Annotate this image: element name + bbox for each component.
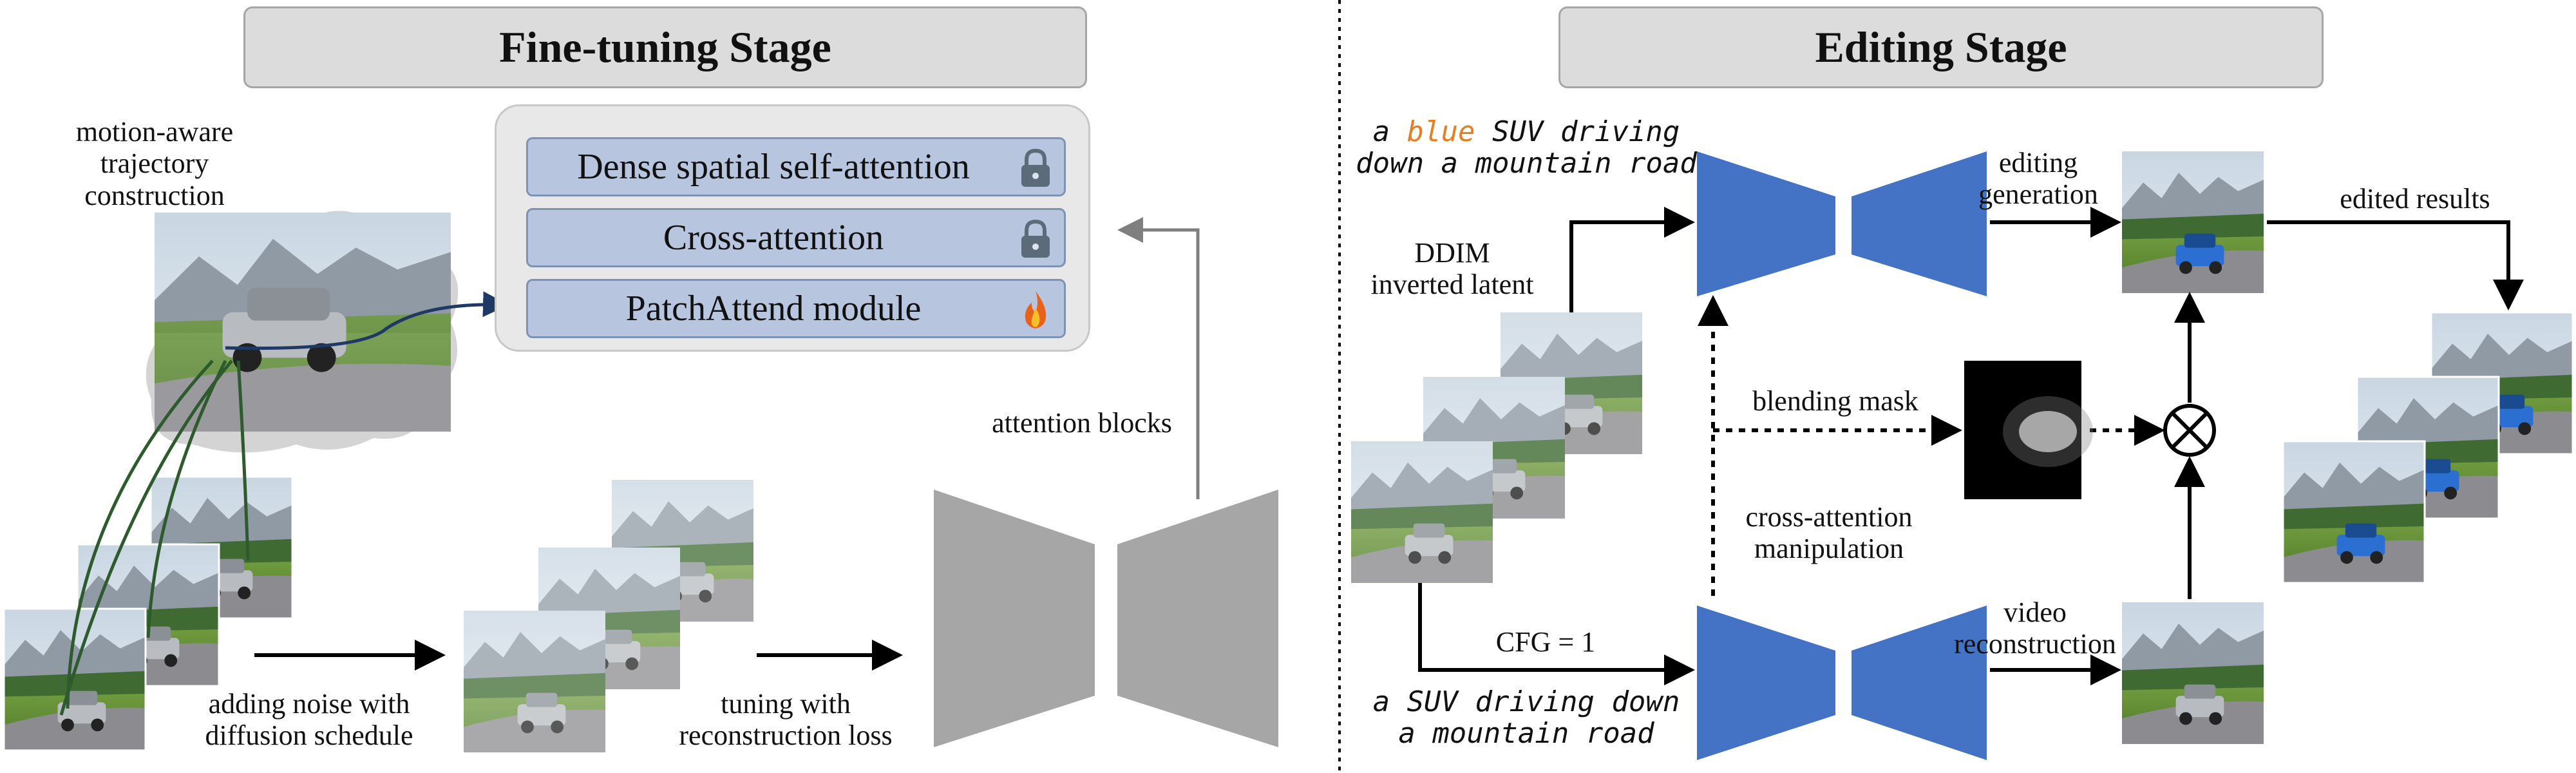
source-prompt: a SUV driving down a mountain road <box>1372 685 1680 750</box>
attn-row-label: Dense spatial self-attention <box>577 147 970 187</box>
trajectory-label: motion-aware trajectory construction <box>75 116 234 211</box>
lock-icon <box>1021 219 1050 258</box>
edited-results-label: edited results <box>2340 183 2490 215</box>
target-prompt: a blue SUV driving down a mountain road <box>1346 116 1707 180</box>
tuning-label: tuning with reconstruction loss <box>679 688 893 752</box>
ddim-to-unet-arrow <box>1569 207 1695 312</box>
attn-row-label: Cross-attention <box>663 218 884 258</box>
ddim-to-recon-arrow <box>1418 583 1695 685</box>
blending-mask-label: blending mask <box>1752 385 1918 417</box>
cfg-label: CFG = 1 <box>1495 626 1596 658</box>
edited-result-frames <box>2282 311 2574 584</box>
editing-generation-label: editing generation <box>1978 147 2098 211</box>
fine-tuning-title: Fine-tuning Stage <box>243 6 1087 88</box>
trajectory-lines <box>59 291 509 716</box>
multiply-operator <box>2163 404 2216 457</box>
attention-blocks-label: attention blocks <box>992 407 1172 439</box>
attn-row-label: PatchAttend module <box>625 289 922 329</box>
noised-video-frames <box>464 480 753 752</box>
trajectory-cloud <box>146 211 459 453</box>
editing-title: Editing Stage <box>1558 6 2324 88</box>
cross-attention-label: cross-attention manipulation <box>1745 501 1913 565</box>
target-prompt-suffix: SUV driving down a mountain road <box>1356 115 1697 180</box>
noise-label: adding noise with diffusion schedule <box>205 688 413 752</box>
flame-icon <box>1025 291 1046 329</box>
ddim-latent-frames <box>1351 312 1642 583</box>
unet-blue-bottom <box>1697 606 1987 760</box>
blending-mask-image <box>1964 361 2093 499</box>
target-prompt-prefix: a <box>1372 115 1407 148</box>
unet-blue-top <box>1697 151 1987 296</box>
attention-panel: Dense spatial self-attention Cross-atten… <box>495 104 1090 352</box>
attn-row-cross: Cross-attention <box>526 208 1066 267</box>
attn-row-patchattend: PatchAttend module <box>526 279 1066 338</box>
attention-return-arrow <box>1117 217 1200 499</box>
target-prompt-highlight: blue <box>1406 115 1475 148</box>
video-reconstruction-label: video reconstruction <box>1954 596 2116 660</box>
ddim-label: DDIM inverted latent <box>1370 237 1534 301</box>
unet-gray <box>934 490 1278 747</box>
attn-row-dense: Dense spatial self-attention <box>526 137 1066 196</box>
lock-icon <box>1021 148 1050 187</box>
edited-results-arrow <box>2267 220 2524 310</box>
